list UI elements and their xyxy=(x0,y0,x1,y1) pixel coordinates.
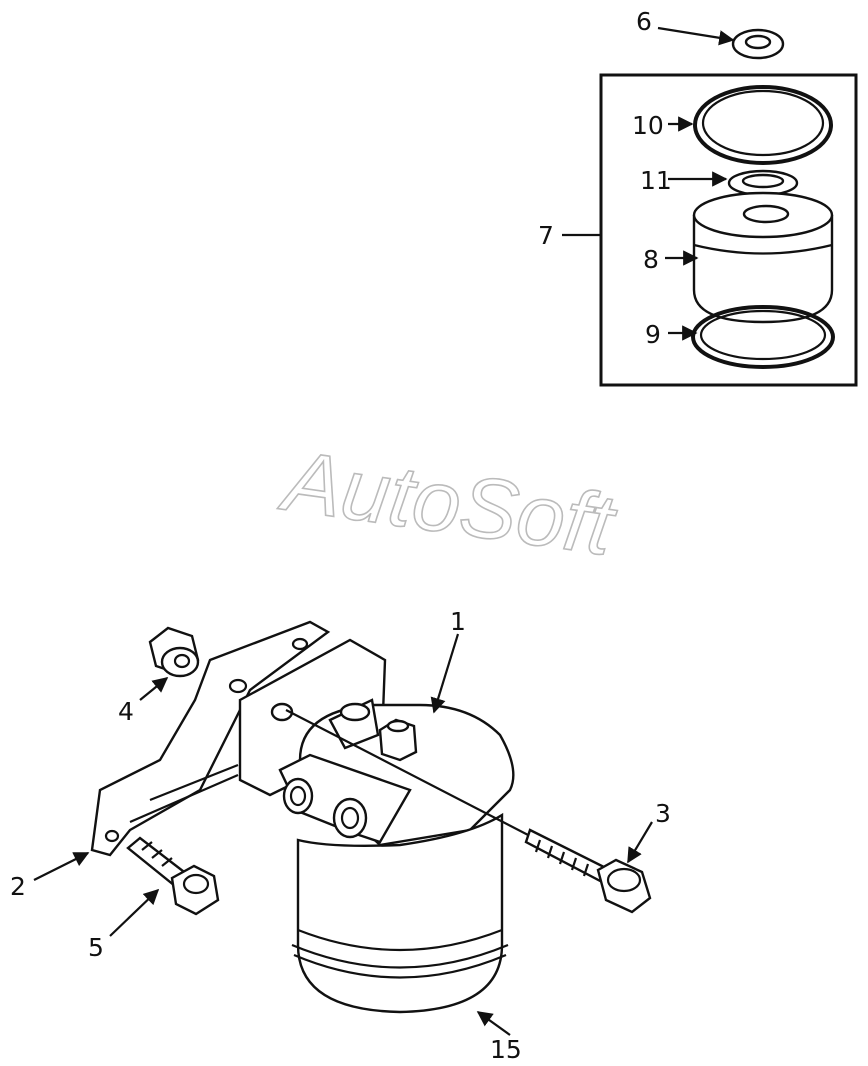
callout-5: 5 xyxy=(88,933,104,962)
callout-7: 7 xyxy=(538,221,554,250)
callout-11: 11 xyxy=(640,166,672,195)
part-3-bolt xyxy=(285,709,652,914)
filter-bowl xyxy=(291,812,509,1014)
part-2-bracket xyxy=(90,620,331,857)
callout-10: 10 xyxy=(632,111,664,140)
filter-head xyxy=(238,638,515,847)
leader-lines xyxy=(33,26,735,1036)
filter-element-kit xyxy=(599,28,858,387)
part-11-seal xyxy=(727,169,799,197)
callout-2: 2 xyxy=(10,872,26,901)
kit-frame xyxy=(599,73,858,387)
callout-1: 1 xyxy=(450,607,466,636)
part-4-nut xyxy=(148,626,200,678)
watermark: AutoSoft xyxy=(274,432,622,574)
callout-15: 15 xyxy=(490,1035,522,1064)
part-5-bolt xyxy=(126,836,220,916)
callout-4: 4 xyxy=(118,697,134,726)
callout-6: 6 xyxy=(636,7,652,36)
fuel-filter-assembly xyxy=(90,620,652,1014)
part-8-filter-element xyxy=(692,191,834,324)
callout-3: 3 xyxy=(655,799,671,828)
callout-8: 8 xyxy=(643,245,659,274)
callout-9: 9 xyxy=(645,320,661,349)
part-10-oring xyxy=(693,85,833,165)
part-6-washer xyxy=(731,28,785,60)
